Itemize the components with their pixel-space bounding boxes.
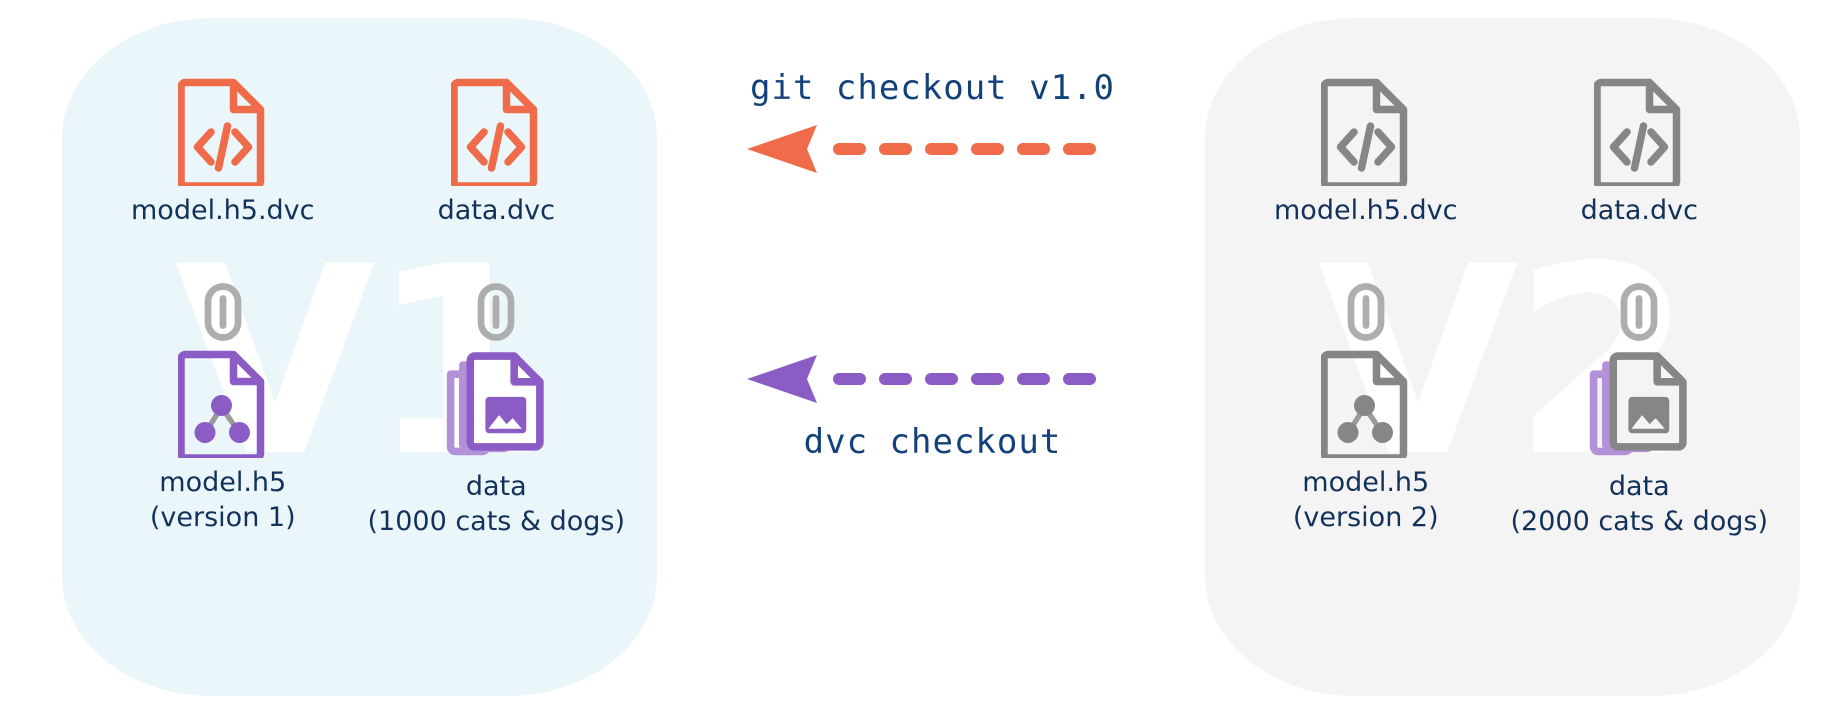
file-item-data-dvc-v2[interactable]: data.dvc xyxy=(1581,78,1698,229)
dashed-arrow-left-icon xyxy=(747,355,1096,403)
file-item-model-h5-dvc-v2[interactable]: model.h5.dvc xyxy=(1274,78,1458,229)
file-label: data.dvc xyxy=(1580,195,1698,226)
dvc-checkout-command: dvc checkout xyxy=(803,422,1062,462)
file-item-model-h5-dvc-v1[interactable]: model.h5.dvc xyxy=(131,78,315,229)
file-label-name: data xyxy=(1608,471,1670,502)
file-label-name: data xyxy=(465,471,527,502)
code-file-icon xyxy=(177,78,268,190)
git-checkout-command: git checkout v1.0 xyxy=(750,68,1115,108)
link-icon xyxy=(1346,282,1386,342)
file-label: data.dvc xyxy=(437,195,555,226)
file-item-data-v1[interactable]: data (1000 cats & dogs) xyxy=(368,350,626,539)
file-label: model.h5.dvc xyxy=(131,195,315,226)
link-item-data-v2 xyxy=(1619,278,1659,342)
file-label-name: model.h5 xyxy=(159,467,287,498)
code-file-icon xyxy=(450,78,541,190)
file-item-model-h5-v1[interactable]: model.h5 (version 1) xyxy=(150,350,296,535)
dashed-arrow-left-icon xyxy=(747,125,1096,173)
flow-dvc-checkout: dvc checkout xyxy=(660,352,1205,462)
link-icon xyxy=(476,282,516,342)
flow-git-checkout: git checkout v1.0 xyxy=(660,68,1205,176)
git-checkout-arrow xyxy=(660,122,1205,176)
file-item-data-dvc-v1[interactable]: data.dvc xyxy=(438,78,555,229)
file-item-model-h5-v2[interactable]: model.h5 (version 2) xyxy=(1293,350,1439,535)
file-label-sub: (2000 cats & dogs) xyxy=(1510,505,1769,537)
file-label: model.h5 (version 1) xyxy=(150,466,296,535)
file-label: data (1000 cats & dogs) xyxy=(368,470,626,539)
flow-column: git checkout v1.0 xyxy=(660,0,1205,716)
panel-v2-items: model.h5.dvc data.dvc xyxy=(1205,18,1800,696)
code-file-icon xyxy=(1593,78,1684,190)
file-item-data-v2[interactable]: data (2000 cats & dogs) xyxy=(1511,350,1769,539)
file-label-sub: (version 1) xyxy=(149,501,296,533)
file-label-sub: (version 2) xyxy=(1292,501,1439,533)
link-item-model-v2 xyxy=(1346,278,1386,342)
file-label-name: model.h5 xyxy=(1302,467,1430,498)
version-panel-v1: V1 model.h5.dvc xyxy=(62,18,657,696)
link-item-data-v1 xyxy=(476,278,516,342)
file-label-sub: (1000 cats & dogs) xyxy=(367,505,626,537)
image-stack-file-icon xyxy=(1587,350,1691,462)
version-panel-v2: V2 model.h5.dvc xyxy=(1205,18,1800,696)
link-icon xyxy=(1619,282,1659,342)
model-graph-file-icon xyxy=(1320,350,1411,462)
model-graph-file-icon xyxy=(177,350,268,462)
panel-v1-items: model.h5.dvc data.dvc xyxy=(62,18,657,696)
link-icon xyxy=(203,282,243,342)
link-item-model-v1 xyxy=(203,278,243,342)
dvc-checkout-arrow xyxy=(660,352,1205,406)
file-label: model.h5 (version 2) xyxy=(1293,466,1439,535)
file-label: model.h5.dvc xyxy=(1274,195,1458,226)
code-file-icon xyxy=(1320,78,1411,190)
file-label: data (2000 cats & dogs) xyxy=(1511,470,1769,539)
image-stack-file-icon xyxy=(444,350,548,462)
